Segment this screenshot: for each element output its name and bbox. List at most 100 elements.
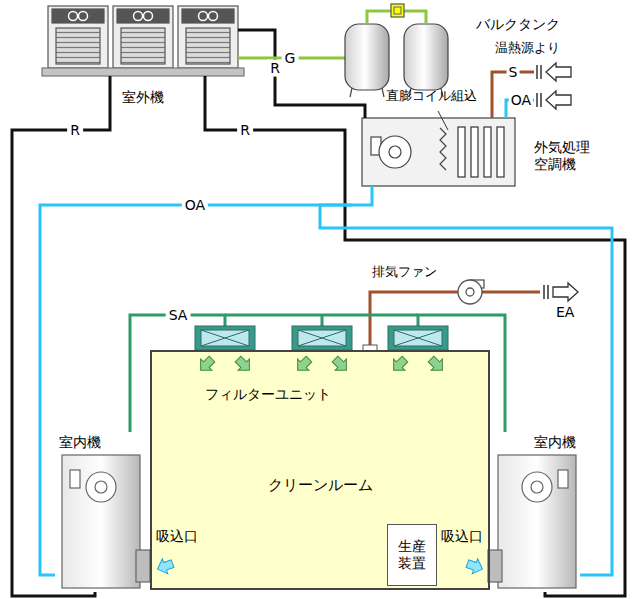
outdoor-fan-symbol [144, 12, 153, 21]
filter-unit [201, 330, 249, 346]
outdoor-pipe-stub [238, 29, 245, 32]
exhaust-fan [466, 288, 474, 296]
air-handling-unit [389, 146, 401, 158]
node-text: 生産 装置 [390, 538, 434, 572]
diffuser-arrow [329, 353, 352, 376]
outdoor-pipe-stub [238, 57, 245, 60]
ahu-pipe-stub [364, 112, 367, 118]
line-label: OA [182, 197, 208, 214]
line-label: R [67, 122, 83, 139]
outdoor-unit [56, 28, 100, 64]
indoor-unit [522, 472, 552, 502]
part-label: 吸込口 [441, 528, 483, 545]
indoor-unit [62, 455, 576, 588]
indoor-unit [70, 470, 80, 488]
filter-unit [195, 326, 255, 350]
indoor-unit-left: 室内機 [55, 432, 145, 592]
outdoor-fan-symbol [134, 12, 143, 21]
indoor-unit [136, 550, 150, 582]
valve-symbol [537, 65, 541, 107]
clean-room-ground [150, 350, 490, 590]
bulk-tank-group: バルクタンク [330, 2, 570, 100]
diffuser-arrow [425, 353, 448, 376]
flow-arrow [546, 91, 571, 109]
part-label: 排気ファン [372, 264, 437, 280]
outdoor-unit [178, 6, 238, 68]
outdoor-pipe-stub [110, 30, 345, 108]
node-text: 室内機 [534, 434, 576, 451]
outdoor-unit [48, 6, 108, 68]
flow-arrow [546, 63, 571, 109]
filter-unit [298, 330, 346, 346]
node-text: バルクタンク [476, 16, 560, 33]
node-text: 室外機 [122, 89, 164, 106]
indoor-unit [62, 455, 140, 588]
indoor-unit [498, 455, 576, 588]
outdoor-fan-symbol [69, 12, 218, 21]
pipe-label: EA [556, 304, 574, 321]
outdoor-fan-symbol [79, 12, 88, 21]
flow-arrow [553, 283, 578, 301]
exhaust-duct [370, 292, 540, 346]
filter-unit [388, 326, 448, 350]
exhaust-duct [482, 291, 540, 294]
air-handling-unit [440, 128, 446, 170]
line-label: R [237, 122, 253, 139]
outdoor-pipe-stub [204, 76, 207, 108]
outdoor-fan-symbol [209, 12, 218, 21]
node-text: 外気処理 空調機 [534, 139, 598, 173]
bulk-tank [345, 24, 389, 90]
filter-unit [292, 326, 352, 350]
filter-unit [388, 326, 448, 350]
pipe-line [245, 57, 330, 60]
coil-bank [458, 127, 504, 177]
supply-duct [225, 315, 418, 326]
outdoor-unit [52, 9, 104, 23]
valve-symbol [537, 65, 541, 107]
air-handling-unit [362, 118, 515, 186]
outdoor-fan-symbol [199, 12, 208, 21]
line-label: SA [166, 307, 191, 324]
coil-bank [497, 127, 504, 177]
indoor-unit [86, 472, 116, 502]
air-handling-unit [379, 136, 411, 168]
leader-line [438, 111, 448, 130]
clean-room: クリーンルーム生産 装置 [150, 350, 490, 590]
filter-unit [195, 326, 255, 350]
indoor-unit [488, 550, 502, 582]
node-text: 室内機 [59, 434, 101, 451]
supply-duct [321, 315, 324, 326]
outdoor-pipe-stub [109, 76, 112, 108]
inlet-pipe [492, 72, 534, 118]
flow-arrow [546, 63, 571, 81]
outdoor-pipe-stub [330, 57, 345, 60]
exhaust-fan [458, 280, 482, 304]
bulk-tank [345, 4, 448, 97]
production-equipment: 生産 装置 [387, 524, 437, 586]
filter-unit [292, 326, 352, 350]
part-label: フィルターユニット [205, 386, 331, 403]
indoor-unit [531, 481, 543, 493]
bulk-tank [394, 7, 401, 14]
diffuser-arrow [388, 353, 411, 376]
suction-arrow [155, 556, 176, 577]
valve-symbol [544, 285, 548, 299]
indoor-unit [95, 481, 107, 493]
pipe-label: S [507, 64, 520, 81]
suction-arrow [465, 556, 486, 577]
outdoor-unit [42, 6, 244, 76]
outdoor-unit [186, 28, 230, 64]
line-label: G [282, 50, 299, 67]
flow-arrow [553, 283, 578, 301]
indoor-unit-right: 室内機 [490, 432, 580, 592]
filter-unit [298, 330, 346, 346]
coil-bank [484, 127, 491, 177]
filter-unit [394, 330, 442, 346]
outdoor-fan-symbol [69, 12, 78, 21]
line-label: R [267, 60, 283, 77]
outdoor-unit-group: 室外機 [40, 2, 245, 108]
outdoor-unit [182, 9, 234, 23]
diffuser-arrow [292, 353, 315, 376]
